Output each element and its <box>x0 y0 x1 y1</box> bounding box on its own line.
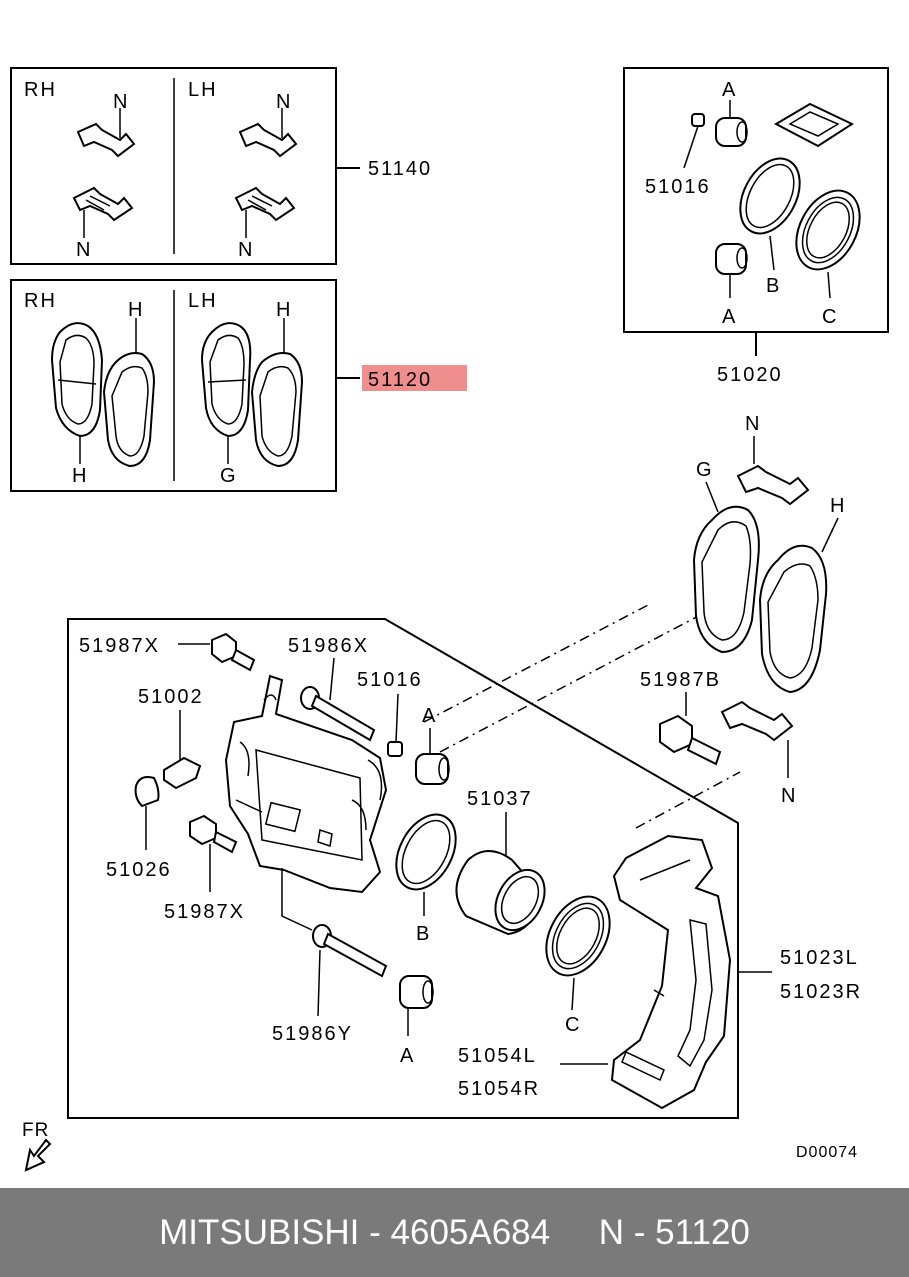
rh-label: RH <box>24 290 57 312</box>
caliper-bracket <box>610 834 732 1110</box>
c-label: C <box>565 1014 581 1036</box>
boot-a-bottom <box>715 243 748 275</box>
a-label: A <box>400 1045 415 1067</box>
boot-a-top <box>715 117 748 147</box>
part-51023r: 51023R <box>780 981 862 1003</box>
exploded-right: N G H 51987B N <box>640 413 846 807</box>
footer-banner: MITSUBISHI - 4605A684 N - 51120 <box>0 1188 909 1277</box>
small-cap <box>691 113 705 127</box>
part-51026: 51026 <box>106 859 172 881</box>
brake-pad-lh-inner <box>200 322 252 438</box>
boot-a-bottom <box>399 975 434 1009</box>
spacer <box>550 1213 599 1253</box>
shim-kit-box: RH LH N N N N 51140 <box>10 67 432 265</box>
seal-ring-b <box>739 157 801 235</box>
callout-highlight <box>362 365 467 391</box>
shim-clip-lh-bottom <box>234 186 296 238</box>
callout-51140: 51140 <box>368 158 432 180</box>
brake-pad-inner <box>692 505 760 654</box>
separator: - <box>624 1212 656 1252</box>
part-51002: 51002 <box>138 686 204 708</box>
h-label: H <box>276 299 292 321</box>
part-51037: 51037 <box>467 788 533 810</box>
parts-diagram: RH LH N N N N 51140 RH LH <box>10 67 889 1172</box>
bolt-51987b <box>659 714 722 766</box>
callout-51120: 51120 <box>368 369 432 391</box>
front-direction-marker: FR <box>22 1120 52 1172</box>
part-51986x: 51986X <box>288 635 369 657</box>
n-label: N <box>745 413 761 435</box>
boot-a-top <box>415 753 450 785</box>
part-51987x: 51987X <box>79 635 160 657</box>
rh-label: RH <box>24 79 57 101</box>
dust-boot-c <box>795 189 861 271</box>
h-label: H <box>128 299 144 321</box>
shim-clip-rh-top <box>76 108 136 158</box>
guide-pin-51986y <box>312 924 388 978</box>
guide-pin-51986x <box>300 686 376 742</box>
h-label: H <box>830 495 846 517</box>
part-51054l: 51054L <box>458 1045 537 1067</box>
part-51987x: 51987X <box>164 901 245 923</box>
brand-name: MITSUBISHI <box>159 1212 360 1252</box>
fr-label: FR <box>22 1120 49 1141</box>
shim-clip-bottom <box>720 700 794 742</box>
separator: - <box>359 1212 391 1252</box>
lh-label: LH <box>188 79 218 101</box>
shim-clip-rh-bottom <box>72 186 134 238</box>
caliper-assembly: 51987X 51986X 51002 51016 A <box>67 603 862 1119</box>
seal-ring-b <box>395 813 457 891</box>
brake-pad-lh-outer <box>250 318 304 468</box>
n-label: N <box>76 239 92 261</box>
n-label: N <box>238 239 254 261</box>
brake-pad-box: RH LH H H H G 51120 <box>10 279 467 492</box>
n-label: N <box>598 1212 625 1252</box>
h-label: H <box>72 465 88 487</box>
piston-51037 <box>455 850 546 936</box>
bolt-51987x-top <box>211 632 256 672</box>
part-51987b: 51987B <box>640 669 721 691</box>
caliper-body <box>224 674 388 894</box>
a-label: A <box>722 79 737 101</box>
part-51023l: 51023L <box>780 947 859 969</box>
bolt-51987x-bottom <box>189 814 238 854</box>
small-cap <box>387 741 403 757</box>
n-label: N <box>113 91 129 113</box>
dust-boot-c <box>545 895 611 977</box>
a-label: A <box>422 705 437 727</box>
drawing-code: D00074 <box>796 1144 858 1161</box>
a-label: A <box>722 306 737 328</box>
grease-packet <box>773 102 855 148</box>
g-label: G <box>220 465 238 487</box>
lh-label: LH <box>188 290 218 312</box>
bleeder-screw-51002 <box>163 756 202 790</box>
brake-pad-rh-inner <box>50 322 104 438</box>
brake-pad-rh-outer <box>102 318 156 468</box>
n-label: N <box>276 91 292 113</box>
seal-kit-box: A 51016 B C A <box>623 67 889 386</box>
b-label: B <box>766 275 781 297</box>
shim-clip-top <box>736 464 810 506</box>
reference-number: 51120 <box>655 1212 750 1252</box>
g-label: G <box>696 459 714 481</box>
b-label: B <box>416 923 431 945</box>
brake-pad-outer <box>758 544 828 694</box>
callout-51020: 51020 <box>717 364 783 386</box>
bleeder-cap-51026 <box>134 776 160 808</box>
part-51054r: 51054R <box>458 1078 540 1100</box>
part-number: 4605A684 <box>390 1212 551 1252</box>
part-51986y: 51986Y <box>272 1023 353 1045</box>
n-label: N <box>781 785 797 807</box>
shim-clip-lh-top <box>238 108 298 158</box>
part-51016: 51016 <box>645 176 711 198</box>
part-51016: 51016 <box>357 669 423 691</box>
c-label: C <box>822 306 838 328</box>
